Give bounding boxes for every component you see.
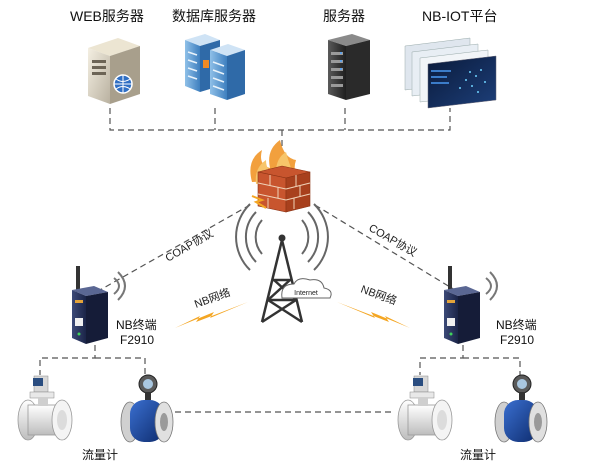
connection-lines [39, 108, 521, 413]
nb-left-label: NB网络 [192, 285, 232, 311]
flow-meter-right-label: 流量计 [460, 448, 497, 462]
coap-left-line [99, 204, 251, 291]
nb-right-label: NB网络 [359, 282, 399, 308]
web-server-label: WEB服务器 [70, 8, 144, 24]
nb-lightning-right-icon [337, 302, 410, 328]
right-meter-bus [419, 345, 464, 375]
coap-left-label: COAP协议 [163, 226, 216, 265]
left-meter-bus [39, 345, 96, 375]
cell-tower-icon: Internet [235, 203, 332, 324]
coap-right-label: COAP协议 [367, 220, 420, 259]
database-server-label: 数据库服务器 [172, 8, 256, 24]
rack-server-label: 服务器 [323, 8, 365, 24]
internet-cloud-label: Internet [294, 290, 318, 297]
left-meter-bus-2 [95, 357, 146, 375]
nb-lightning-left-icon [175, 302, 248, 328]
flow-meter-white-left [17, 375, 73, 441]
iot-platform-label: NB-IOT平台 [422, 8, 498, 24]
flow-meter-blue-left [120, 374, 174, 443]
terminal-left-name: NB终端 [116, 318, 157, 332]
flow-meter-blue-right [494, 374, 548, 443]
nb-terminal-right [444, 266, 498, 344]
right-meter-bus-2 [463, 357, 521, 375]
terminal-right-model: F2910 [500, 333, 535, 347]
server-bus-line [109, 108, 451, 131]
coap-right-line [314, 204, 456, 291]
iot-platform-icon [404, 37, 497, 109]
rack-server-icon [328, 34, 370, 100]
firewall-icon [250, 140, 311, 213]
nb-terminal-left [72, 266, 126, 344]
terminal-right-name: NB终端 [496, 318, 537, 332]
terminal-left-label: NB终端 F2910 [116, 318, 157, 348]
database-server-icon [185, 34, 245, 100]
terminal-left-model: F2910 [120, 333, 155, 347]
terminal-right-label: NB终端 F2910 [496, 318, 537, 348]
internet-cloud-icon: Internet [281, 278, 332, 299]
flow-meter-left-label: 流量计 [82, 448, 119, 462]
flow-meter-white-right [397, 375, 453, 441]
web-server-icon [88, 38, 140, 104]
